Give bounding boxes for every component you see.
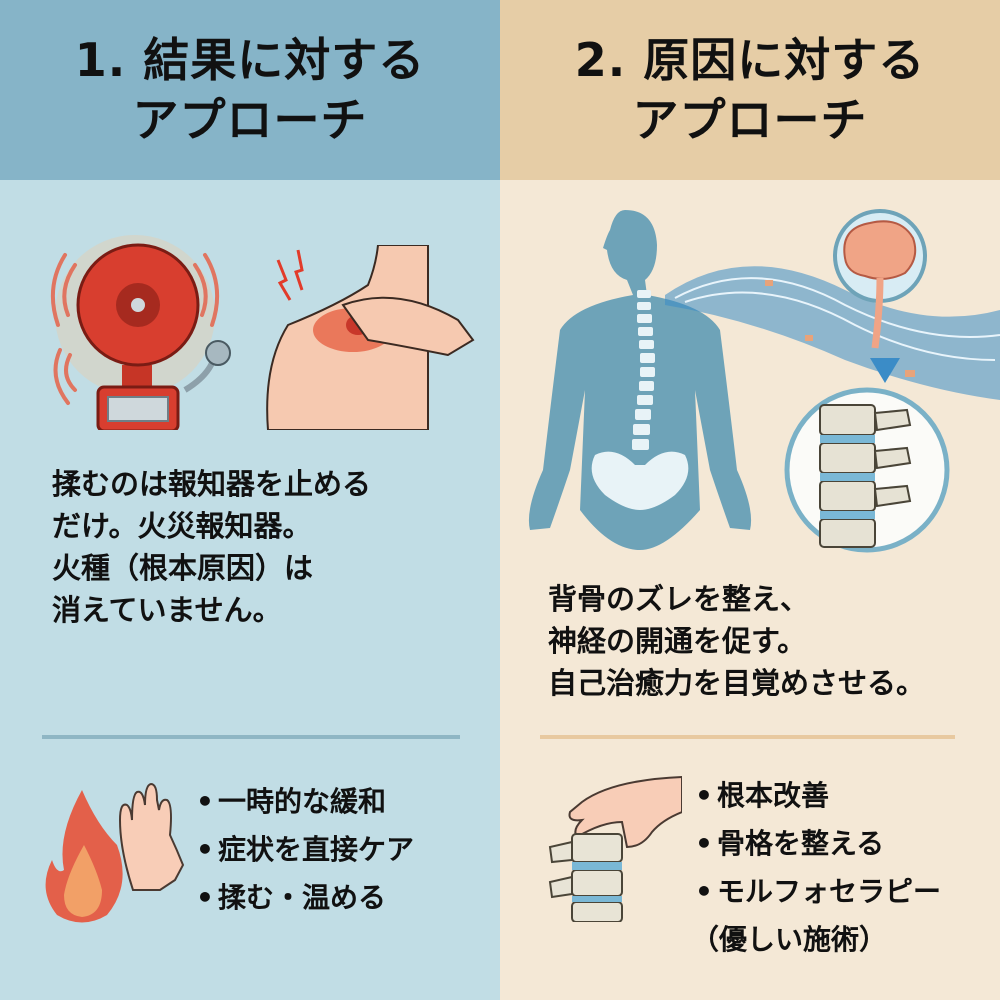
right-body-line: 神経の開通を促す。 <box>548 624 807 658</box>
nerve-flow-icon <box>665 250 1000 400</box>
list-item: •揉む・温める <box>196 881 387 914</box>
left-body-line: 火種（根本原因）は <box>52 551 314 585</box>
stop-hand-icon <box>115 780 185 905</box>
left-divider <box>42 735 460 739</box>
right-body-text: 背骨のズレを整え、 神経の開通を促す。 自己治癒力を目覚めさせる。 <box>548 578 925 704</box>
cause-approach-panel: 2. 原因に対する アプローチ <box>500 0 1000 1000</box>
left-body-line: 揉むのは報知器を止める <box>52 467 372 501</box>
result-approach-panel: 1. 結果に対する アプローチ <box>0 0 500 1000</box>
left-body-text: 揉むのは報知器を止める だけ。火災報知器。 火種（根本原因）は 消えていません。 <box>52 463 371 631</box>
alarm-bell-icon <box>40 225 240 430</box>
vertebrae-icon <box>782 385 952 555</box>
left-header: 1. 結果に対する アプローチ <box>0 0 500 180</box>
brain-icon <box>825 208 935 398</box>
left-bullet-list: •一時的な緩和 •症状を直接ケア •揉む・温める <box>196 778 414 922</box>
left-body-line: だけ。火災報知器。 <box>52 509 312 543</box>
right-title-line2: アプローチ <box>632 93 868 147</box>
list-item: •根本改善 <box>695 779 830 812</box>
right-bullet-list: •根本改善 •骨格を整える •モルフォセラピー （優しい施術） <box>691 772 942 964</box>
left-title-line2: アプローチ <box>132 93 368 147</box>
right-body-line: 背骨のズレを整え、 <box>548 582 810 616</box>
list-item: •モルフォセラピー <box>695 875 942 908</box>
shoulder-pain-icon <box>258 245 478 430</box>
list-item: •骨格を整える <box>695 827 885 860</box>
body-spine-icon <box>515 210 765 550</box>
left-title-line1: 1. 結果に対する <box>74 33 426 87</box>
hand-adjusting-spine-icon <box>542 772 682 922</box>
right-divider <box>540 735 955 739</box>
right-body-line: 自己治癒力を目覚めさせる。 <box>548 666 926 700</box>
list-item-continuation: （優しい施術） <box>691 923 888 956</box>
flame-icon <box>42 785 127 925</box>
left-body-line: 消えていません。 <box>52 593 282 627</box>
list-item: •症状を直接ケア <box>196 833 415 866</box>
right-title-line1: 2. 原因に対する <box>574 33 926 87</box>
list-item: •一時的な緩和 <box>196 785 387 818</box>
right-header: 2. 原因に対する アプローチ <box>500 0 1000 180</box>
